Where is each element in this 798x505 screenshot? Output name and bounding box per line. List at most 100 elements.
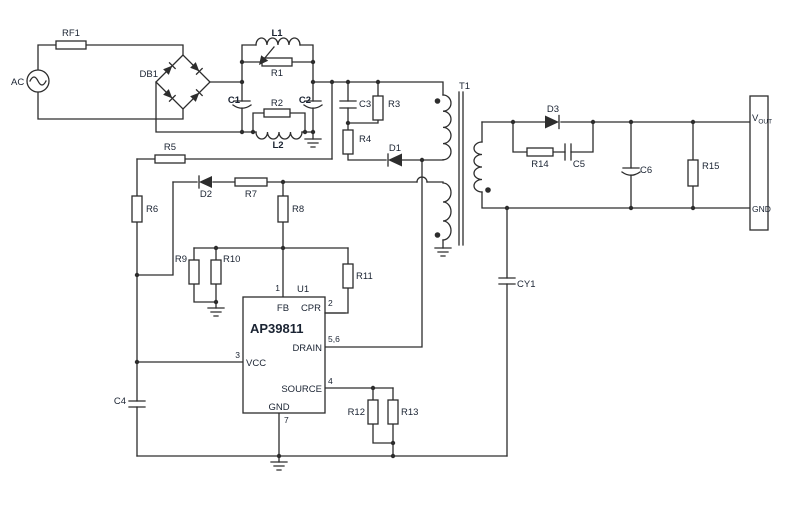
resistor-R12	[367, 399, 379, 425]
pin-number-3: 3	[235, 350, 240, 360]
diodes	[198, 114, 560, 189]
ground-C2	[304, 138, 322, 148]
ic-body	[242, 296, 326, 414]
resistor-R14	[526, 147, 554, 157]
pin-label-SOURCE: SOURCE	[281, 384, 322, 395]
label-C4: C4	[114, 396, 126, 407]
core	[458, 91, 464, 246]
label-R3: R3	[388, 99, 400, 110]
label-R14: R14	[531, 159, 548, 170]
label-R11: R11	[356, 271, 373, 282]
phase-dot-secondary	[485, 187, 491, 193]
label-R5: R5	[164, 142, 176, 153]
ground-aux	[434, 247, 452, 257]
resistor-R4	[342, 129, 354, 155]
phase-dot-primary	[434, 98, 441, 104]
resistor-R7	[234, 177, 268, 187]
label-C6: C6	[640, 165, 652, 176]
label-R7: R7	[245, 189, 257, 200]
capacitor-CY1	[498, 277, 516, 285]
label-OUT-GND: GND	[752, 204, 771, 214]
pin-number-7: 7	[284, 415, 289, 425]
resistor-R8	[277, 195, 289, 223]
label-U1: U1	[297, 284, 309, 295]
pin-label-FB: FB	[277, 303, 289, 314]
aux-winding	[442, 182, 452, 241]
resistor-R5	[154, 154, 186, 164]
label-R8: R8	[292, 204, 304, 215]
ground-symbols	[207, 138, 452, 471]
labels: AC RF1 DB1 L1 R1 C1 R2 C2 L2 R5 R6 D2 R7…	[11, 28, 772, 418]
label-L1: L1	[271, 28, 283, 39]
label-C2: C2	[299, 95, 311, 106]
label-C3: C3	[359, 99, 371, 110]
capacitor-C6	[621, 167, 641, 176]
diode-D1	[387, 153, 402, 167]
label-AC: AC	[11, 77, 24, 88]
pin-number-56: 5,6	[328, 334, 340, 344]
ground-ic	[270, 461, 288, 471]
label-CY1: CY1	[517, 279, 535, 290]
label-D1: D1	[389, 143, 401, 154]
ic-U1	[242, 296, 346, 414]
diode-D3	[545, 114, 560, 130]
label-R4: R4	[359, 134, 371, 145]
capacitor-C2	[303, 100, 323, 109]
output-connector	[749, 95, 769, 231]
pin-number-1: 1	[275, 283, 280, 293]
primary-winding	[442, 94, 452, 161]
arrow-annotation	[259, 46, 275, 65]
label-L2: L2	[272, 140, 283, 151]
resistor-R3	[372, 95, 384, 121]
resistor-R9	[188, 259, 200, 285]
resistor-R11	[342, 263, 354, 289]
label-DB1: DB1	[140, 69, 158, 80]
label-R6: R6	[146, 204, 158, 215]
inductors	[255, 37, 303, 140]
pin-label-GND: GND	[268, 402, 289, 413]
label-R2: R2	[271, 98, 283, 109]
ic-labels: U1 1 FB CPR 2 AP39811 DRAIN 5,6 VCC 3 SO…	[235, 283, 340, 425]
phase-dot-aux	[434, 232, 441, 238]
capacitor-C3	[339, 100, 357, 109]
pin-label-VCC: VCC	[246, 358, 266, 369]
label-D2: D2	[200, 189, 212, 200]
resistor-R10	[210, 259, 222, 285]
resistor-R2	[263, 108, 291, 118]
pin-label-DRAIN: DRAIN	[292, 343, 322, 354]
ac-source	[26, 69, 50, 93]
resistors	[55, 40, 699, 425]
ground-R10	[207, 307, 225, 317]
resistor-RF1	[55, 40, 87, 50]
capacitor-C4	[128, 400, 146, 408]
wires	[37, 44, 751, 463]
label-R10: R10	[223, 254, 240, 265]
capacitors	[128, 100, 641, 408]
inductor-L1	[255, 37, 301, 46]
label-T1: T1	[459, 81, 470, 92]
label-R9: R9	[175, 254, 187, 265]
transformer-T1	[434, 91, 491, 246]
label-R13: R13	[401, 407, 418, 418]
label-R1: R1	[271, 68, 283, 79]
capacitor-C1	[232, 100, 252, 109]
ic-part-number: AP39811	[250, 321, 304, 336]
pin-label-CPR: CPR	[301, 303, 321, 314]
label-VOUT: VOUT	[752, 113, 772, 126]
resistor-R13	[387, 399, 399, 425]
label-R12: R12	[348, 407, 365, 418]
inductor-L2	[255, 131, 303, 140]
label-R15: R15	[702, 161, 719, 172]
junction-dots	[134, 59, 696, 459]
label-D3: D3	[547, 104, 559, 115]
label-C5: C5	[573, 159, 585, 170]
resistor-R1	[261, 57, 293, 67]
diode-D2	[198, 175, 212, 189]
label-RF1: RF1	[62, 28, 80, 39]
pin-number-2: 2	[328, 298, 333, 308]
pin-number-4: 4	[328, 376, 333, 386]
label-C1: C1	[228, 95, 241, 106]
secondary-winding	[473, 141, 483, 193]
